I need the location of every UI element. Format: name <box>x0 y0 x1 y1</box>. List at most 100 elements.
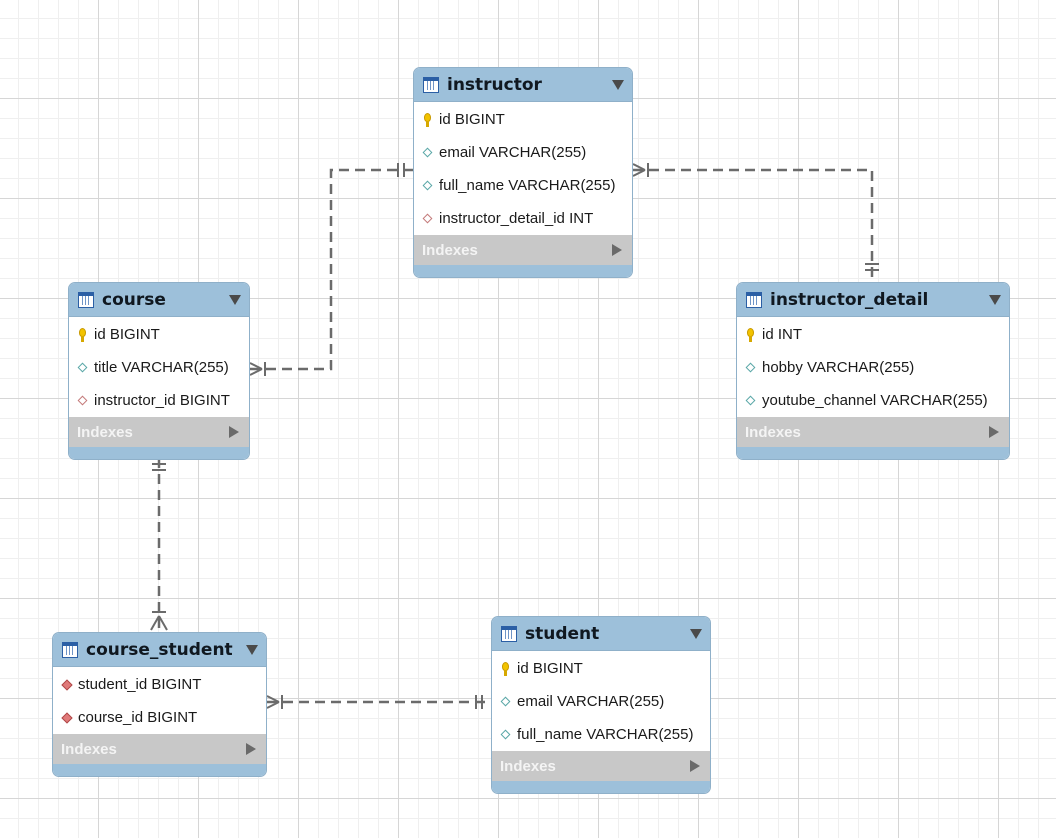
crowfoot-one-or-many-course-student-side <box>266 695 283 709</box>
column-row[interactable]: student_id BIGINT <box>53 668 266 701</box>
column-row[interactable]: hobby VARCHAR(255) <box>737 351 1009 384</box>
table-header[interactable]: student <box>492 617 710 651</box>
column-diamond-icon <box>744 394 758 408</box>
collapse-arrow-icon[interactable] <box>246 644 258 655</box>
table-icon <box>746 291 762 308</box>
indexes-section[interactable]: Indexes <box>737 417 1009 447</box>
table-footer <box>492 781 710 793</box>
crowfoot-one-only-course-end <box>152 463 166 471</box>
expand-arrow-icon[interactable] <box>690 760 700 772</box>
collapse-arrow-icon[interactable] <box>989 294 1001 305</box>
table-instructor-detail[interactable]: instructor_detail id INT hobby VARCHAR(2… <box>736 282 1010 460</box>
column-label: email VARCHAR(255) <box>439 144 587 161</box>
column-label: id BIGINT <box>439 111 505 128</box>
foreign-key-filled-icon <box>60 678 74 692</box>
indexes-section[interactable]: Indexes <box>69 417 249 447</box>
column-label: full_name VARCHAR(255) <box>517 726 694 743</box>
column-row[interactable]: instructor_id BIGINT <box>69 384 249 417</box>
column-row[interactable]: id BIGINT <box>414 103 632 136</box>
column-row[interactable]: id BIGINT <box>69 318 249 351</box>
table-icon <box>62 641 78 658</box>
column-label: full_name VARCHAR(255) <box>439 177 616 194</box>
column-row[interactable]: full_name VARCHAR(255) <box>414 169 632 202</box>
table-footer <box>737 447 1009 459</box>
column-row[interactable]: instructor_detail_id INT <box>414 202 632 235</box>
foreign-key-icon <box>76 394 90 408</box>
table-title: instructor <box>447 74 542 95</box>
indexes-label: Indexes <box>61 740 117 758</box>
column-label: course_id BIGINT <box>78 709 198 726</box>
table-icon <box>78 291 94 308</box>
indexes-label: Indexes <box>77 423 133 441</box>
primary-key-icon <box>76 327 90 342</box>
indexes-label: Indexes <box>745 423 801 441</box>
primary-key-icon <box>499 661 513 676</box>
column-diamond-icon <box>744 361 758 375</box>
column-label: id INT <box>762 326 803 343</box>
indexes-section[interactable]: Indexes <box>53 734 266 764</box>
table-title: course_student <box>86 639 233 660</box>
table-header[interactable]: course_student <box>53 633 266 667</box>
crowfoot-one-only-detail-end <box>865 263 879 271</box>
column-diamond-icon <box>499 728 513 742</box>
column-label: youtube_channel VARCHAR(255) <box>762 392 988 409</box>
column-row[interactable]: email VARCHAR(255) <box>414 136 632 169</box>
table-course[interactable]: course id BIGINT title VARCHAR(255) inst… <box>68 282 250 460</box>
relationship-course-instructor[interactable] <box>250 168 413 371</box>
expand-arrow-icon[interactable] <box>612 244 622 256</box>
column-label: id BIGINT <box>517 660 583 677</box>
table-title: instructor_detail <box>770 289 929 310</box>
crowfoot-one-or-many-course-end <box>249 362 266 376</box>
column-diamond-icon <box>499 695 513 709</box>
column-diamond-icon <box>421 179 435 193</box>
crowfoot-zero-or-many-instructor-end <box>632 163 649 177</box>
table-icon <box>423 76 439 93</box>
column-row[interactable]: id INT <box>737 318 1009 351</box>
foreign-key-icon <box>421 212 435 226</box>
indexes-label: Indexes <box>500 757 556 775</box>
relationship-instructor-instructor-detail[interactable] <box>633 168 874 281</box>
table-student[interactable]: student id BIGINT email VARCHAR(255) ful… <box>491 616 711 794</box>
column-label: instructor_id BIGINT <box>94 392 230 409</box>
foreign-key-filled-icon <box>60 711 74 725</box>
column-diamond-icon <box>76 361 90 375</box>
indexes-label: Indexes <box>422 241 478 259</box>
collapse-arrow-icon[interactable] <box>229 294 241 305</box>
crowfoot-one-or-many-course-student-end <box>150 611 168 631</box>
indexes-section[interactable]: Indexes <box>414 235 632 265</box>
table-title: course <box>102 289 166 310</box>
column-label: email VARCHAR(255) <box>517 693 665 710</box>
column-label: instructor_detail_id INT <box>439 210 594 227</box>
table-header[interactable]: instructor_detail <box>737 283 1009 317</box>
table-instructor[interactable]: instructor id BIGINT email VARCHAR(255) … <box>413 67 633 278</box>
collapse-arrow-icon[interactable] <box>690 628 702 639</box>
crowfoot-one-only-student-end <box>475 695 483 709</box>
primary-key-icon <box>744 327 758 342</box>
column-row[interactable]: full_name VARCHAR(255) <box>492 718 710 751</box>
column-row[interactable]: title VARCHAR(255) <box>69 351 249 384</box>
table-header[interactable]: course <box>69 283 249 317</box>
expand-arrow-icon[interactable] <box>989 426 999 438</box>
indexes-section[interactable]: Indexes <box>492 751 710 781</box>
crowfoot-one-only-instructor-end <box>397 163 405 177</box>
expand-arrow-icon[interactable] <box>246 743 256 755</box>
primary-key-icon <box>421 112 435 127</box>
column-row[interactable]: id BIGINT <box>492 652 710 685</box>
table-footer <box>69 447 249 459</box>
table-icon <box>501 625 517 642</box>
column-diamond-icon <box>421 146 435 160</box>
column-label: id BIGINT <box>94 326 160 343</box>
table-footer <box>53 764 266 776</box>
column-row[interactable]: youtube_channel VARCHAR(255) <box>737 384 1009 417</box>
table-course-student[interactable]: course_student student_id BIGINT course_… <box>52 632 267 777</box>
expand-arrow-icon[interactable] <box>229 426 239 438</box>
column-label: student_id BIGINT <box>78 676 202 693</box>
table-title: student <box>525 623 600 644</box>
column-label: title VARCHAR(255) <box>94 359 229 376</box>
table-header[interactable]: instructor <box>414 68 632 102</box>
column-row[interactable]: email VARCHAR(255) <box>492 685 710 718</box>
collapse-arrow-icon[interactable] <box>612 79 624 90</box>
column-row[interactable]: course_id BIGINT <box>53 701 266 734</box>
